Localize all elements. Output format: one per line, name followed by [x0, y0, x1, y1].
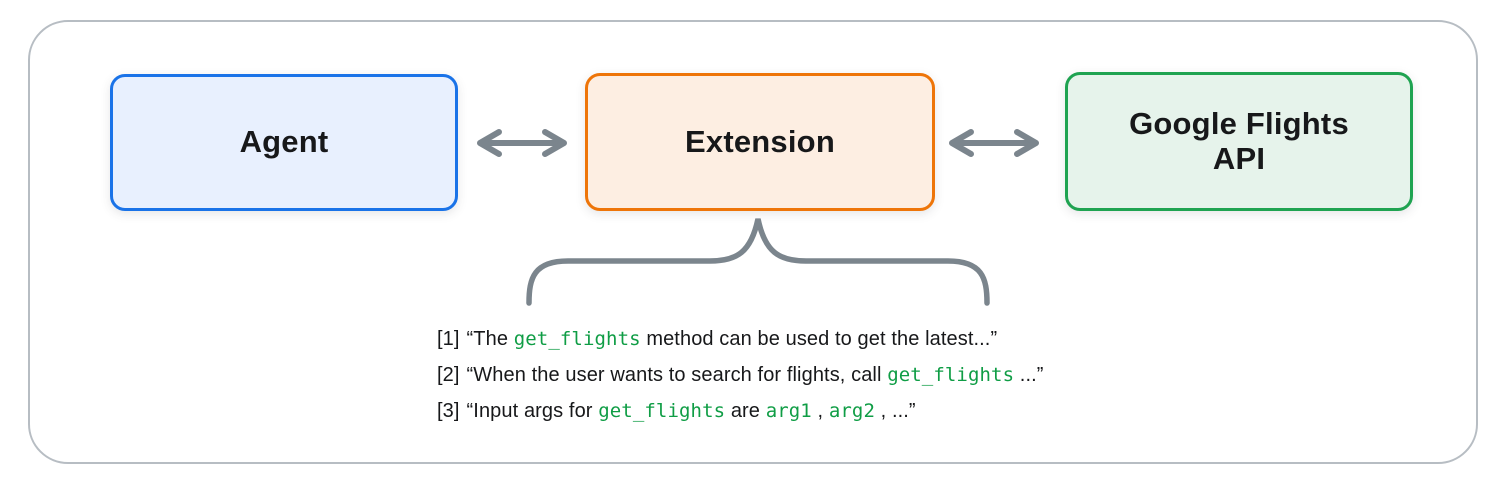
arrow-head-right: [1014, 129, 1039, 157]
annotation-index: [2]: [437, 364, 460, 386]
annotation-text-span: ...”: [1014, 364, 1044, 386]
arrow-head-left: [477, 129, 502, 157]
annotation-index: [3]: [437, 400, 460, 422]
node-extension-label: Extension: [685, 123, 835, 159]
annotation-text-span: , ...”: [874, 400, 916, 422]
node-google-flights-api-label-line2: API: [1212, 140, 1266, 176]
annotation-text-span: are: [725, 400, 766, 422]
arrow-head-left: [949, 129, 974, 157]
node-extension: Extension: [585, 73, 935, 211]
node-agent: Agent: [110, 74, 458, 211]
annotation-code-span: get_flights: [887, 364, 1015, 386]
curly-brace-path: [526, 218, 990, 306]
curly-brace-icon: [526, 218, 990, 306]
annotation-line: [1] “The get_flights method can be used t…: [437, 321, 1044, 357]
annotation-text-span: method can be used to get the latest...”: [640, 328, 998, 350]
bidirectional-arrow-icon: [949, 129, 1039, 157]
annotation-line: [2] “When the user wants to search for fl…: [437, 357, 1044, 393]
annotation-text-span: “Input args for: [466, 400, 599, 422]
annotation-code-span: get_flights: [513, 328, 641, 350]
node-agent-label: Agent: [239, 124, 329, 160]
annotation-index: [1]: [437, 328, 460, 350]
node-google-flights-api-label-line1: Google Flights: [1129, 105, 1349, 141]
annotation-text-span: “When the user wants to search for fligh…: [466, 364, 888, 386]
annotation-text-span: “The: [466, 328, 514, 350]
annotation-code-span: arg1: [765, 400, 812, 422]
annotation-code-span: get_flights: [598, 400, 726, 422]
annotation-text-span: ,: [811, 400, 829, 422]
annotation-code-span: arg2: [828, 400, 875, 422]
node-google-flights-api: Google Flights API: [1065, 72, 1413, 211]
bidirectional-arrow-icon: [477, 129, 567, 157]
annotation-line: [3]“Input args for get_flights are arg1 …: [437, 393, 1044, 429]
annotation-lines: [1] “The get_flights method can be used t…: [437, 321, 1044, 429]
arrow-head-right: [542, 129, 567, 157]
